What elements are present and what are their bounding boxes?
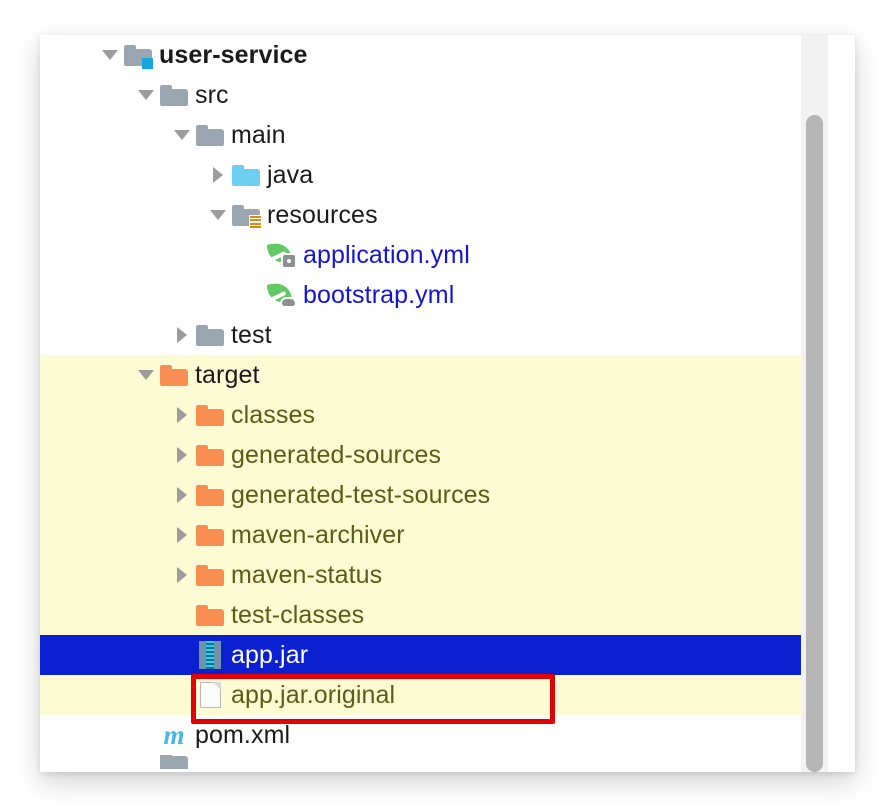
- tree-row-label: app.jar: [231, 640, 309, 669]
- tree-row[interactable]: maven-archiver: [40, 515, 828, 555]
- tree-row[interactable]: main: [40, 115, 828, 155]
- twisty-collapsed-icon[interactable]: [169, 515, 195, 555]
- twisty-collapsed-icon[interactable]: [169, 475, 195, 515]
- folder-orange-icon: [195, 440, 225, 470]
- vertical-scrollbar-thumb[interactable]: [806, 115, 823, 772]
- folder-gray-icon: [195, 320, 225, 350]
- twisty-expanded-icon[interactable]: [169, 115, 195, 155]
- folder-resources-icon: [231, 200, 262, 230]
- twisty-placeholder: [241, 235, 267, 275]
- twisty-placeholder: [169, 635, 195, 675]
- twisty-collapsed-icon[interactable]: [169, 315, 195, 355]
- tree-row[interactable]: test: [40, 315, 828, 355]
- tree-row-label: test-classes: [231, 600, 365, 629]
- tree-row-label: generated-test-sources: [231, 480, 491, 509]
- tree-row-label: bootstrap.yml: [303, 280, 455, 309]
- maven-pom-icon: m: [163, 719, 185, 750]
- twisty-placeholder: [241, 275, 267, 315]
- tree-row[interactable]: app.jar.original: [40, 675, 828, 715]
- spring-cloud-icon: [266, 280, 297, 310]
- twisty-collapsed-icon[interactable]: [205, 155, 231, 195]
- folder-orange-icon: [195, 560, 225, 590]
- folder-orange-icon: [195, 480, 225, 510]
- folder-orange-icon: [159, 360, 189, 390]
- spring-config-icon: [266, 240, 297, 270]
- tree-row-label: test: [231, 320, 272, 349]
- tree-row[interactable]: java: [40, 155, 828, 195]
- tree-row-label: main: [231, 120, 286, 149]
- tree-row-label: application.yml: [303, 240, 470, 269]
- twisty-collapsed-icon[interactable]: [169, 395, 195, 435]
- tree-row-label: target: [195, 360, 260, 389]
- tree-row-label: classes: [231, 400, 316, 429]
- tree-row[interactable]: resources: [40, 195, 828, 235]
- folder-orange-icon: [195, 600, 225, 630]
- tree-row[interactable]: bootstrap.yml: [40, 275, 828, 315]
- tree-row[interactable]: generated-test-sources: [40, 475, 828, 515]
- jar-archive-icon: [195, 640, 225, 670]
- folder-gray-icon: [195, 120, 225, 150]
- tree-row-label: maven-archiver: [231, 520, 405, 549]
- tree-row-label: maven-status: [231, 560, 383, 589]
- twisty-expanded-icon[interactable]: [133, 75, 159, 115]
- tree-row[interactable]: generated-sources: [40, 435, 828, 475]
- folder-orange-icon: [195, 520, 225, 550]
- tree-row[interactable]: test-classes: [40, 595, 828, 635]
- twisty-placeholder: [169, 595, 195, 635]
- tree-row-label: pom.xml: [195, 720, 291, 749]
- twisty-placeholder: [169, 675, 195, 715]
- tree-row[interactable]: user-service: [40, 35, 828, 75]
- tree-row-label: java: [267, 160, 314, 189]
- tree-row[interactable]: src: [40, 75, 828, 115]
- tree-row[interactable]: maven-status: [40, 555, 828, 595]
- twisty-expanded-icon[interactable]: [133, 355, 159, 395]
- tree-row-label: app.jar.original: [231, 680, 396, 709]
- tree-row-label: generated-sources: [231, 440, 442, 469]
- folder-gray-icon: [159, 80, 189, 110]
- file-plain-icon: [195, 680, 225, 710]
- twisty-expanded-icon[interactable]: [97, 35, 123, 75]
- tree-row[interactable]: app.jar: [40, 635, 828, 675]
- module-folder-icon: [123, 40, 153, 70]
- tree-row[interactable]: m pom.xml: [40, 715, 828, 755]
- twisty-placeholder: [133, 715, 159, 755]
- vertical-scrollbar-track[interactable]: [801, 35, 828, 772]
- twisty-expanded-icon[interactable]: [205, 195, 231, 235]
- tree-row-label: src: [195, 80, 229, 109]
- tree-row-label: user-service: [159, 40, 308, 69]
- tree-row[interactable]: target: [40, 355, 828, 395]
- folder-orange-icon: [195, 400, 225, 430]
- twisty-collapsed-icon[interactable]: [169, 555, 195, 595]
- folder-sources-icon: [231, 160, 261, 190]
- tree-row-partial[interactable]: [40, 755, 828, 769]
- tree-row-label: resources: [267, 200, 378, 229]
- tree-row[interactable]: classes: [40, 395, 828, 435]
- twisty-collapsed-icon[interactable]: [169, 435, 195, 475]
- tree-row[interactable]: application.yml: [40, 235, 828, 275]
